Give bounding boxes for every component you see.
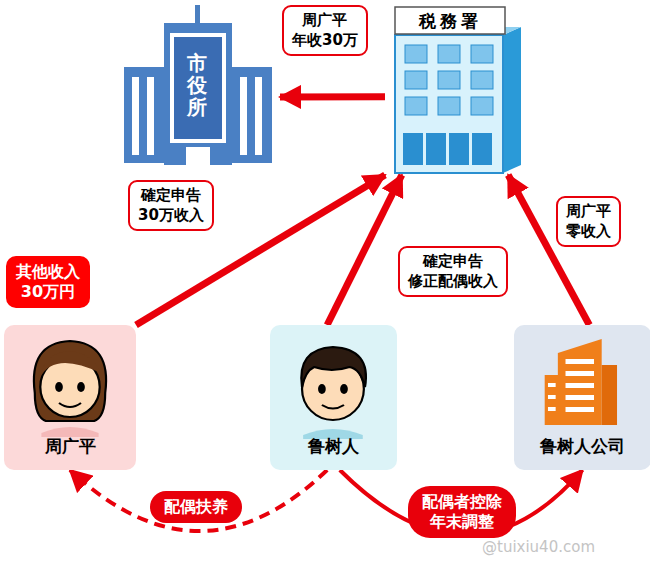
company-box: 鲁树人公司: [514, 325, 650, 470]
node-label: 市役所: [187, 52, 207, 118]
callout-bubble: 確定申告 30万收入: [128, 180, 214, 231]
node-label: 税務署: [395, 10, 505, 33]
edge-label: 周广平 零收入: [566, 202, 611, 241]
label-pill: 配偶者控除 年末調整: [408, 486, 516, 538]
tax-office: 税務署: [385, 5, 525, 175]
curved-arrow: [70, 470, 327, 531]
arrow: [327, 175, 402, 325]
person-box: 鲁树人: [270, 325, 397, 470]
node-label: 其他收入 30万円: [16, 262, 80, 302]
edge-label: 配偶者控除 年末調整: [422, 492, 502, 532]
callout-bubble: 周广平 年收30万: [282, 5, 368, 56]
curved-arrow: [340, 470, 583, 535]
income-note-box: 其他收入 30万円: [6, 256, 90, 308]
city-hall: 市役所: [120, 5, 280, 165]
node-label: 周广平: [4, 435, 136, 458]
arrow: [280, 93, 385, 100]
callout-bubble: 確定申告 修正配偶收入: [398, 246, 508, 297]
edge-label: 確定申告 30万收入: [138, 186, 204, 225]
edge-label: 確定申告 修正配偶收入: [408, 252, 498, 291]
watermark: @tuixiu40.com: [482, 538, 595, 556]
edge-label: 配偶扶养: [164, 497, 228, 517]
callout-bubble: 周广平 零收入: [556, 196, 621, 247]
label-pill: 配偶扶养: [150, 491, 242, 523]
edge-label: 周广平 年收30万: [292, 11, 358, 50]
node-label: 鲁树人公司: [514, 435, 650, 458]
node-label: 鲁树人: [270, 435, 397, 458]
arrow: [136, 175, 385, 325]
person-box: 周广平: [4, 325, 136, 470]
